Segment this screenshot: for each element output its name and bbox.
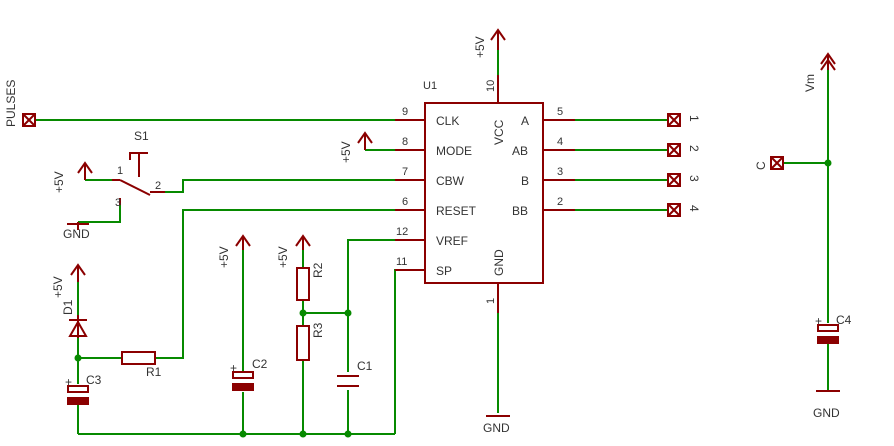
pin-num-4: 4 xyxy=(557,136,563,148)
label-gnd: GND xyxy=(813,406,840,420)
wires xyxy=(35,50,829,435)
diode-d1: D1 xyxy=(61,299,88,338)
label-r1: R1 xyxy=(146,365,162,379)
junction-dot xyxy=(74,354,82,362)
connector-out-4: 4 xyxy=(667,203,701,217)
ic-u1: U1 CLK MODE CBW RESET VREF SP 9 8 7 6 12… xyxy=(395,75,575,313)
supply-5v-c2: +5V xyxy=(217,234,251,268)
pin-name-a: A xyxy=(521,114,529,128)
label-5v: +5V xyxy=(339,141,353,163)
label-c4: C4 xyxy=(836,313,852,327)
capacitor-c2: + C2 xyxy=(230,357,268,391)
pin-num-1: 1 xyxy=(485,298,497,304)
pin-name-ab: AB xyxy=(512,144,528,158)
label-5v: +5V xyxy=(52,171,66,193)
supply-5v-r2: +5V xyxy=(276,234,311,268)
pin-num-10: 10 xyxy=(485,80,497,92)
label-pulses: PULSES xyxy=(4,80,18,127)
label-r2: R2 xyxy=(311,262,325,278)
supply-5v-mode: +5V xyxy=(339,131,373,163)
connector-out-3: 3 xyxy=(667,173,701,187)
label-5v: +5V xyxy=(276,246,290,268)
pin-num-7: 7 xyxy=(402,166,408,178)
label-5v: +5V xyxy=(473,36,487,58)
gnd-switch: GND xyxy=(63,222,90,241)
label-out-3: 3 xyxy=(687,175,701,182)
label-5v: +5V xyxy=(217,246,231,268)
pin-name-b: B xyxy=(521,174,529,188)
label-s1-pin2: 2 xyxy=(155,180,161,192)
label-r3: R3 xyxy=(311,322,325,338)
pin-num-11: 11 xyxy=(396,256,407,268)
label-c2: C2 xyxy=(252,357,268,371)
label-out-4: 4 xyxy=(687,205,701,212)
pin-name-reset: RESET xyxy=(436,204,477,218)
pin-num-6: 6 xyxy=(402,196,408,208)
pin-num-8: 8 xyxy=(402,136,408,148)
supply-5v-switch: +5V xyxy=(52,161,93,193)
resistor-r2: R2 xyxy=(296,262,325,301)
label-c3: C3 xyxy=(86,373,102,387)
resistor-r3: R3 xyxy=(296,322,325,361)
label-c1: C1 xyxy=(357,359,373,373)
connector-pulses: PULSES xyxy=(4,80,36,127)
label-s1: S1 xyxy=(134,129,149,143)
supply-5v-d1: +5V xyxy=(51,263,86,298)
connector-out-2: 2 xyxy=(667,143,701,157)
junction-dot xyxy=(824,159,832,167)
ic-ref-label: U1 xyxy=(423,80,437,92)
label-out-2: 2 xyxy=(687,145,701,152)
pin-name-clk: CLK xyxy=(436,114,459,128)
junction-dot xyxy=(239,430,247,438)
junction-dot xyxy=(344,309,352,317)
pin-num-12: 12 xyxy=(396,226,408,238)
label-c3-plus: + xyxy=(65,375,72,389)
pin-name-vcc: VCC xyxy=(492,119,506,145)
label-c4-plus: + xyxy=(815,314,822,328)
label-gnd: GND xyxy=(483,421,510,435)
resistor-r1: R1 xyxy=(121,351,162,379)
junctions xyxy=(74,159,832,438)
capacitor-c1: C1 xyxy=(337,359,373,387)
label-s1-pin3: 3 xyxy=(115,197,121,209)
pin-num-2: 2 xyxy=(557,196,563,208)
switch-s1: S1 1 2 3 xyxy=(112,129,165,209)
pin-name-cbw: CBW xyxy=(436,174,465,188)
pin-name-bb: BB xyxy=(512,204,528,218)
pin-num-3: 3 xyxy=(557,166,563,178)
capacitor-c3: + C3 xyxy=(65,373,102,405)
label-gnd: GND xyxy=(63,227,90,241)
pin-num-5: 5 xyxy=(557,106,563,118)
junction-dot xyxy=(299,430,307,438)
supply-vm: Vm xyxy=(803,52,836,92)
connector-c: C xyxy=(754,156,784,170)
pin-name-sp: SP xyxy=(436,264,452,278)
pin-num-9: 9 xyxy=(402,106,408,118)
pin-name-vref: VREF xyxy=(436,234,468,248)
label-d1: D1 xyxy=(61,299,75,315)
pin-name-mode: MODE xyxy=(436,144,472,158)
label-out-1: 1 xyxy=(687,115,701,122)
pin-name-gnd: GND xyxy=(492,249,506,276)
label-c: C xyxy=(754,161,768,170)
supply-5v-vcc: +5V xyxy=(473,28,506,58)
label-s1-pin1: 1 xyxy=(117,165,123,177)
junction-dot xyxy=(344,430,352,438)
junction-dot xyxy=(299,309,307,317)
label-c2-plus: + xyxy=(230,361,237,375)
capacitor-c4: + C4 xyxy=(815,313,852,344)
gnd-ic: GND xyxy=(483,415,510,435)
gnd-vm: GND xyxy=(813,390,840,420)
label-vm: Vm xyxy=(803,74,817,92)
label-5v: +5V xyxy=(51,276,65,298)
connector-out-1: 1 xyxy=(667,113,701,127)
